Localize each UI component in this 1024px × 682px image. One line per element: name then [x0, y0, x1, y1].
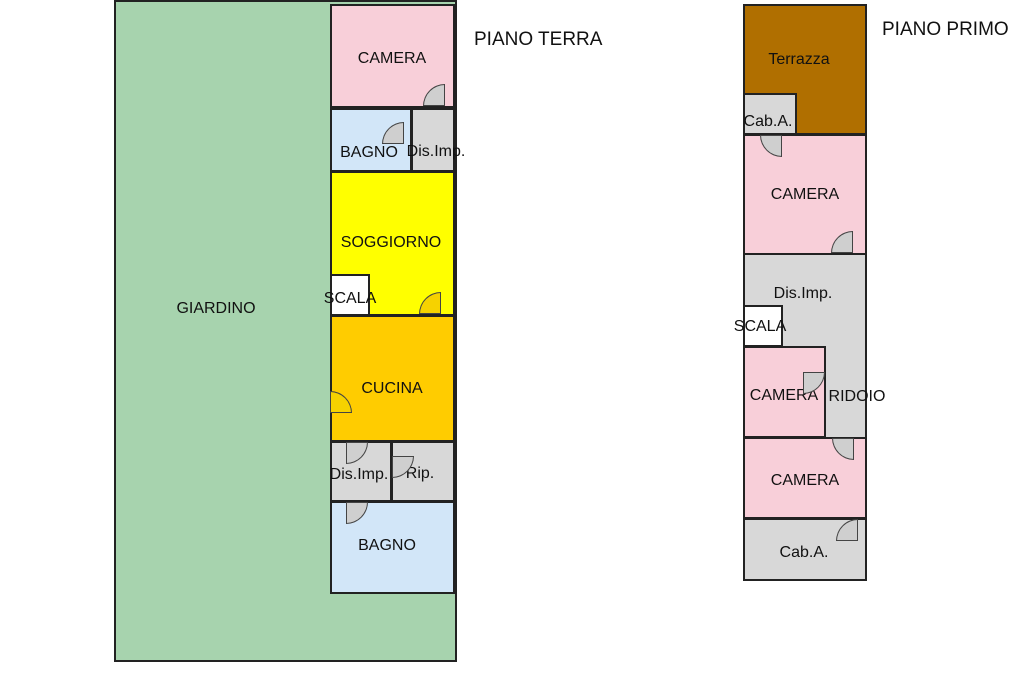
cucina-label: CUCINA: [361, 380, 423, 397]
ripostiglio-label: Rip.: [405, 465, 435, 482]
bagno-bottom-label: BAGNO: [358, 537, 416, 554]
dis-imp-first-label: Dis.Imp.: [773, 285, 833, 302]
camera-middle-label: CAMERA: [749, 387, 819, 404]
scala-first-label: SCALA: [733, 318, 787, 335]
scala-ground-label: SCALA: [323, 290, 377, 307]
title-ground-floor: PIANO TERRA: [474, 29, 603, 50]
bagno-top-label: BAGNO: [340, 144, 398, 161]
title-first-floor: PIANO PRIMO: [882, 19, 1009, 40]
soggiorno-label: SOGGIORNO: [340, 234, 442, 251]
dis-imp-bottom-label: Dis.Imp.: [329, 466, 389, 483]
room-dis-imp-top: [411, 108, 455, 172]
cab-a-top-label: Cab.A.: [743, 113, 793, 130]
camera-bottom-label: CAMERA: [770, 472, 840, 489]
camera-top-label: CAMERA: [770, 186, 840, 203]
corridoio-label: RIDOIO: [828, 388, 886, 405]
cab-a-bottom-label: Cab.A.: [779, 544, 829, 561]
garden-label: GIARDINO: [176, 300, 256, 317]
room-cucina: [330, 315, 455, 442]
camera-ground-label: CAMERA: [357, 50, 427, 67]
dis-imp-top-label: Dis.Imp.: [406, 143, 466, 160]
terrazza-label: Terrazza: [768, 51, 830, 68]
